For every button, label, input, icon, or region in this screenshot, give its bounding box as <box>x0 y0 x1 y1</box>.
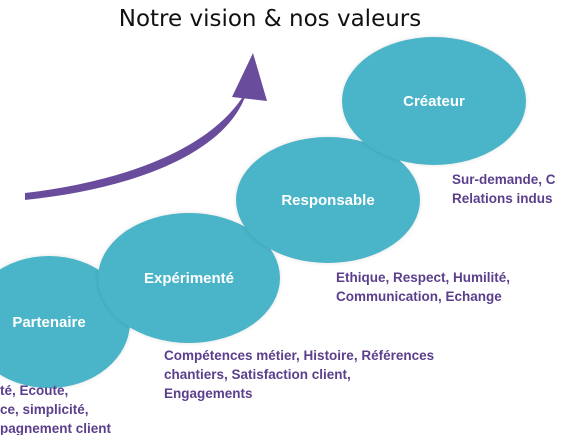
description-line: ce, simplicité, <box>0 402 89 417</box>
description-line: Ethique, Respect, Humilité, <box>336 270 511 285</box>
stage-description-experimente: Compétences métier, Histoire, Références… <box>164 346 434 403</box>
stage-description-responsable: Ethique, Respect, Humilité, Communicatio… <box>336 268 510 306</box>
description-line: té, Ecoute, <box>0 383 69 398</box>
growth-arrow-head <box>232 53 267 101</box>
stage-description-partenaire: té, Ecoute, ce, simplicité, pagnement cl… <box>0 381 111 435</box>
description-line: Sur-demande, C <box>452 172 556 187</box>
stage-label-partenaire: Partenaire <box>12 313 86 331</box>
stage-label-createur: Créateur <box>403 92 465 110</box>
stage-bubble-createur: Créateur <box>342 37 526 165</box>
description-line: pagnement client <box>0 421 112 435</box>
stage-bubble-experimente: Expérimenté <box>98 213 280 343</box>
stage-label-responsable: Responsable <box>281 191 375 209</box>
page-title: Notre vision & nos valeurs <box>118 6 422 32</box>
stage-description-createur: Sur-demande, C Relations indus <box>452 170 556 208</box>
description-line: Engagements <box>164 386 253 401</box>
description-line: Communication, Echange <box>336 289 502 304</box>
description-line: Compétences métier, Histoire, Références <box>164 348 435 363</box>
stage-bubble-responsable: Responsable <box>236 137 420 263</box>
description-line: Relations indus <box>452 191 553 206</box>
growth-arrow-body <box>25 88 248 200</box>
stage-label-experimente: Expérimenté <box>143 269 235 287</box>
description-line: chantiers, Satisfaction client, <box>164 367 351 382</box>
